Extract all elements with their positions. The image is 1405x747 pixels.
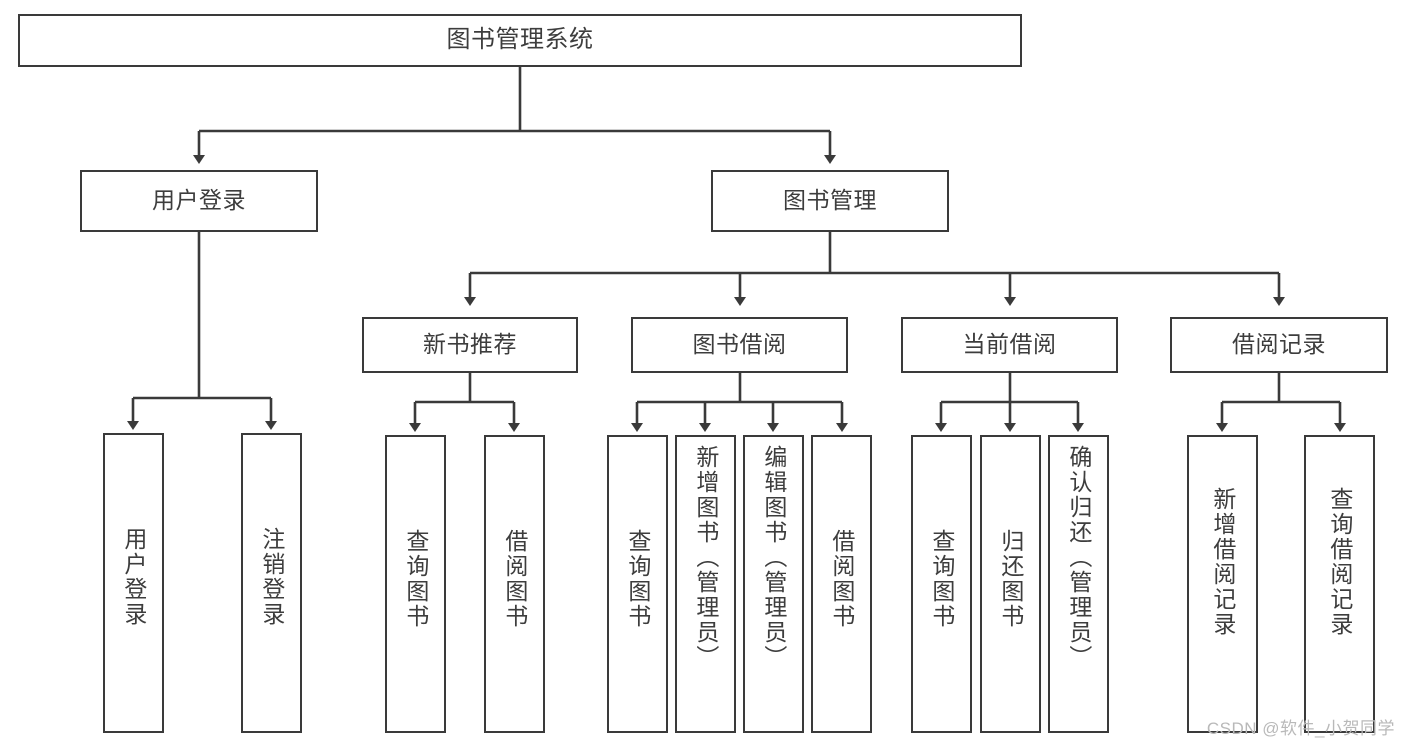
leaf-borrow-borrow-book[interactable]: 借阅图书	[811, 435, 872, 733]
leaf-current-return-book[interactable]: 归还图书	[980, 435, 1041, 733]
node-root-system[interactable]: 图书管理系统	[18, 14, 1022, 67]
node-label: 当前借阅	[962, 331, 1057, 358]
node-label: 图书管理	[783, 187, 877, 214]
node-label: 新增借阅记录	[1209, 487, 1236, 637]
leaf-records-query-record[interactable]: 查询借阅记录	[1304, 435, 1375, 733]
node-book-management[interactable]: 图书管理	[711, 170, 949, 232]
leaf-user-login-signin[interactable]: 用户登录	[103, 433, 164, 733]
node-label: 查询图书	[928, 529, 955, 629]
leaf-borrow-edit-book-admin[interactable]: 编辑图书（管理员）	[743, 435, 804, 733]
node-label: 用户登录	[120, 527, 147, 627]
leaf-current-query-book[interactable]: 查询图书	[911, 435, 972, 733]
leaf-borrow-query-book[interactable]: 查询图书	[607, 435, 668, 733]
node-user-login[interactable]: 用户登录	[80, 170, 318, 232]
leaf-new-book-borrow[interactable]: 借阅图书	[484, 435, 545, 733]
leaf-user-login-logout[interactable]: 注销登录	[241, 433, 302, 733]
leaf-new-book-query[interactable]: 查询图书	[385, 435, 446, 733]
watermark-text: CSDN @软件_小贺同学	[1206, 719, 1395, 738]
node-label: 编辑图书（管理员）	[760, 445, 787, 670]
leaf-borrow-add-book-admin[interactable]: 新增图书（管理员）	[675, 435, 736, 733]
node-label: 用户登录	[152, 187, 246, 214]
node-book-borrow[interactable]: 图书借阅	[631, 317, 848, 373]
node-label: 借阅图书	[501, 529, 528, 629]
node-label: 借阅记录	[1232, 331, 1326, 358]
node-label: 图书管理系统	[446, 26, 594, 54]
node-label: 查询图书	[624, 529, 651, 629]
node-label: 查询借阅记录	[1326, 487, 1353, 637]
node-current-borrow[interactable]: 当前借阅	[901, 317, 1118, 373]
leaf-current-confirm-return-admin[interactable]: 确认归还（管理员）	[1048, 435, 1109, 733]
node-label: 借阅图书	[828, 529, 855, 629]
node-new-book-recommend[interactable]: 新书推荐	[362, 317, 578, 373]
node-label: 查询图书	[402, 529, 429, 629]
node-label: 注销登录	[258, 527, 285, 627]
node-label: 确认归还（管理员）	[1065, 445, 1092, 670]
node-borrow-records[interactable]: 借阅记录	[1170, 317, 1388, 373]
node-label: 新增图书（管理员）	[692, 445, 719, 670]
node-label: 图书借阅	[692, 331, 787, 358]
node-label: 归还图书	[997, 529, 1024, 629]
node-label: 新书推荐	[423, 331, 517, 358]
leaf-records-add-record[interactable]: 新增借阅记录	[1187, 435, 1258, 733]
